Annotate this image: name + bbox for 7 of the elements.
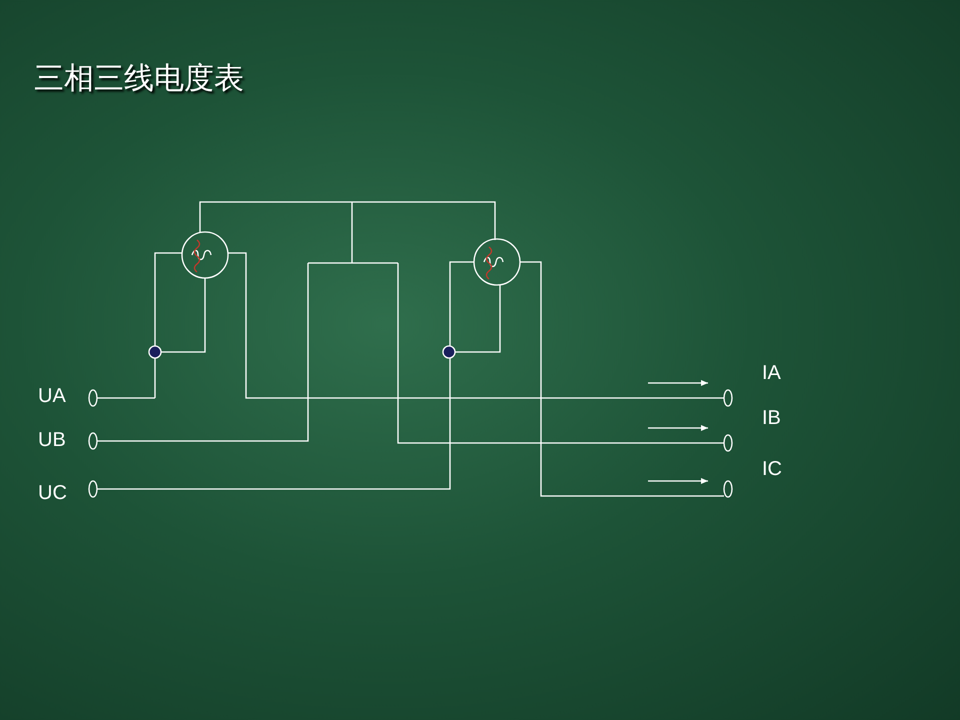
terminal-label: IC [762,459,782,479]
page-title: 三相三线电度表 [34,60,244,98]
terminal-label: IA [762,363,781,383]
terminal-label: UC [38,483,67,503]
terminal-label: IB [762,408,781,428]
terminal-label: UA [38,386,66,406]
terminal-label: UB [38,430,66,450]
